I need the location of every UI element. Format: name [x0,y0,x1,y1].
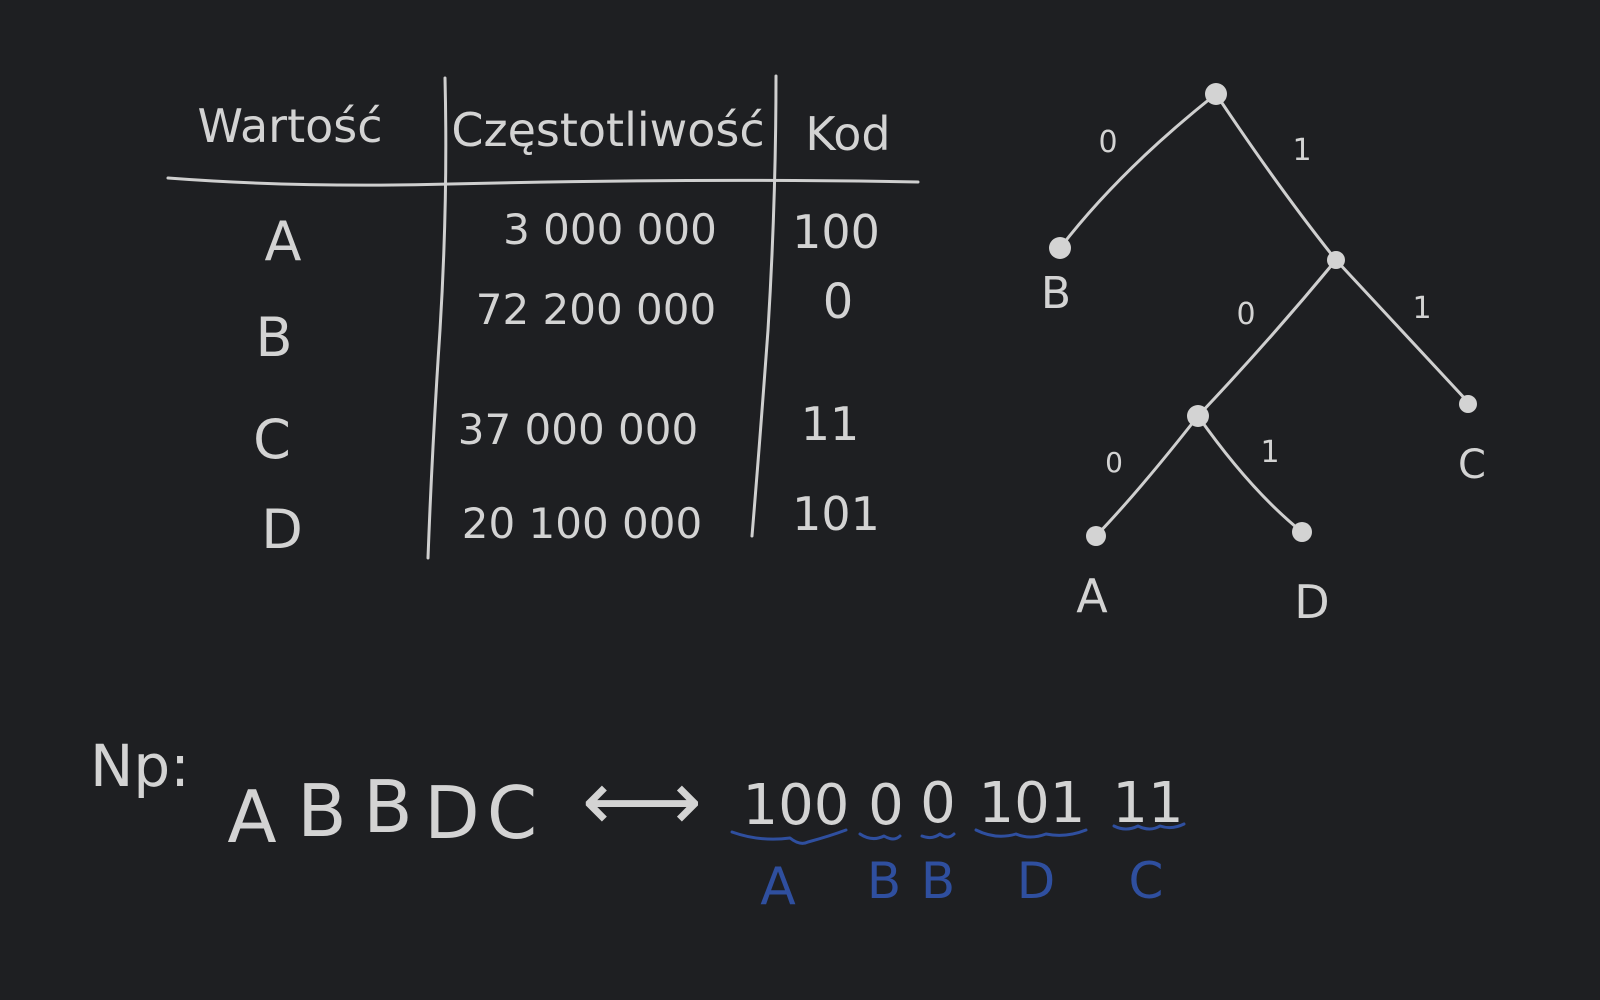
example-symbol-3: B [363,765,412,849]
tree-edge-root-b [1058,92,1218,250]
tree-edge-label-root-left: 0 [1098,125,1117,160]
example-symbol-2: B [297,769,346,853]
example-code-a: 100 [743,773,850,838]
example-double-arrow: ⟷ [582,752,702,850]
example-code-c: 11 [1112,771,1183,836]
example-decoded-5: C [1129,852,1164,910]
tree-edge-n1-c [1334,258,1470,404]
tree-edge-n2-a [1094,414,1200,538]
tree-leaf-a-dot [1086,526,1106,546]
tree-edge-label-n1-left: 0 [1236,297,1255,332]
table-cell-code-a: 100 [792,205,880,259]
table-column-divider-2 [750,74,778,538]
table-cell-frequency-b: 72 200 000 [476,285,716,334]
tree-node-internal-2 [1187,405,1209,427]
example-symbol-5: C [487,771,537,855]
example-code-d: 101 [979,771,1086,836]
tree-node-internal-1 [1327,251,1345,269]
example-underbrace-b2 [920,832,956,840]
table-cell-value-a: A [265,210,302,273]
tree-edge-label-root-right: 1 [1292,133,1311,168]
tree-edge-n1-n2 [1196,258,1338,418]
tree-leaf-label-d: D [1294,575,1329,629]
tree-leaf-b-dot [1049,237,1071,259]
example-underbrace-c [1112,822,1186,831]
tree-edge-label-n1-right: 1 [1412,291,1431,326]
example-decoded-2: B [867,852,901,910]
tree-edge-label-n2-right: 1 [1260,435,1279,470]
example-decoded-4: D [1017,852,1056,910]
example-symbol-4: D [424,771,479,855]
encoding-example: Np: A B B D C ⟷ 100 0 0 101 11 A B B D C [90,732,1186,917]
table-cell-value-b: B [255,306,292,369]
example-underbrace-a [730,828,848,845]
table-column-divider-1 [426,76,448,560]
tree-edge-root-n1 [1214,92,1338,262]
table-header-underline [166,176,920,187]
example-underbrace-b1 [858,832,902,841]
tree-leaf-d-dot [1292,522,1312,542]
tree-edge-label-n2-left: 0 [1105,446,1123,479]
tree-leaf-c-dot [1459,395,1477,413]
tree-leaf-label-c: C [1458,442,1486,488]
table-header-value: Wartość [197,99,382,153]
table-cell-code-d: 101 [792,487,880,541]
table-header-frequency: Częstotliwość [451,103,764,157]
table-cell-code-c: 11 [801,397,860,451]
example-label: Np: [90,732,190,800]
table-cell-frequency-a: 3 000 000 [503,205,717,254]
example-underbrace-d [974,828,1088,839]
table-cell-frequency-d: 20 100 000 [462,499,702,548]
table-cell-code-b: 0 [823,274,854,330]
table-header-code: Kod [805,107,890,161]
tree-leaf-label-b: B [1041,268,1071,319]
example-code-b2: 0 [920,771,956,836]
tree-edge-n2-d [1196,414,1304,534]
huffman-tree: 0 1 0 1 0 1 B C A D [1041,83,1486,629]
frequency-table: Wartość Częstotliwość Kod A 3 000 000 10… [166,74,920,561]
table-cell-frequency-c: 37 000 000 [458,405,698,454]
table-cell-value-d: D [261,498,303,561]
table-cell-value-c: C [253,408,291,471]
example-decoded-3: B [921,852,955,910]
example-symbol-1: A [227,775,276,859]
example-code-b1: 0 [868,773,904,838]
tree-node-root [1205,83,1227,105]
tree-leaf-label-a: A [1076,569,1108,623]
example-decoded-1: A [760,857,796,917]
